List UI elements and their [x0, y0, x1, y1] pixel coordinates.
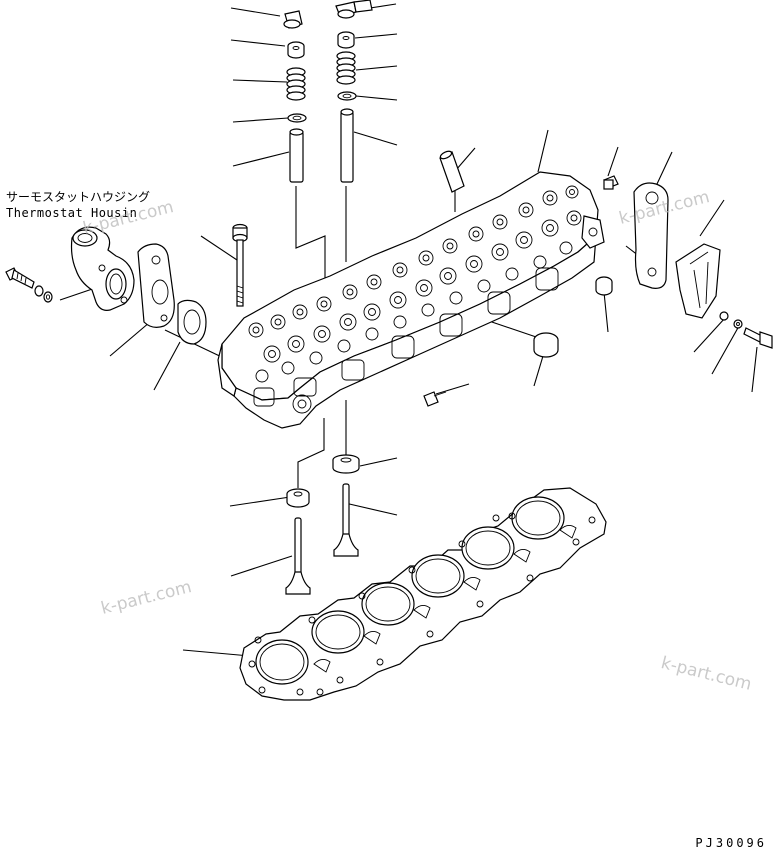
leader-lines: [59, 3, 758, 657]
expansion-plug-small: [595, 276, 613, 296]
nozzle-sleeve: [439, 150, 465, 193]
thermostat-housing-label-en: Thermostat Housin: [6, 206, 138, 220]
right-valve-stack: [335, 0, 373, 183]
bracket-bolt: [719, 311, 773, 349]
bracket-support: [675, 243, 721, 319]
valve-seal-right: [332, 454, 360, 474]
expansion-plug-large: [533, 332, 559, 358]
valve-right: [333, 483, 359, 557]
thermostat-housing-group: [5, 226, 207, 345]
lifting-bracket: [633, 182, 669, 289]
drain-plug: [423, 391, 447, 407]
head-bolt: [232, 223, 248, 307]
valve-seal-left: [286, 488, 310, 508]
stud-bolt: [603, 175, 619, 190]
cylinder-head: [217, 171, 605, 429]
left-valve-stack: [283, 10, 307, 183]
thermostat-housing-label-ja: サーモスタットハウジング: [6, 190, 151, 204]
drawing-code: PJ30096: [695, 836, 767, 850]
valve-left: [285, 517, 311, 595]
head-gasket: [239, 487, 607, 701]
